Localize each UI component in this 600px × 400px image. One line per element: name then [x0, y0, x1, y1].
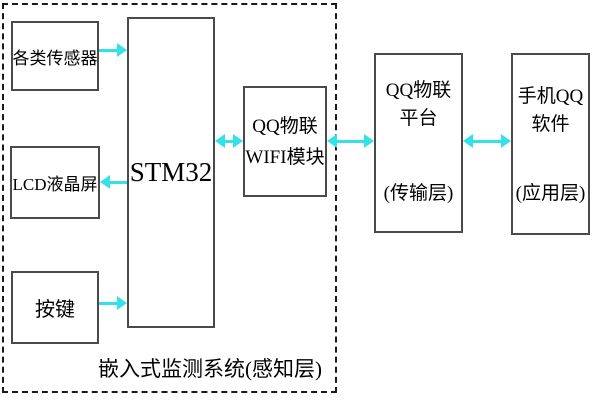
wifi-module-label-line1: QQ物联 [252, 115, 318, 137]
arrow-stm32-to-lcd [100, 175, 127, 189]
arrow-left-head-icon [327, 134, 337, 148]
arrow-left-head-icon [215, 134, 225, 148]
wifi-module-label-line2: WIFI模块 [245, 146, 325, 168]
arrow-right-head-icon [117, 43, 127, 57]
lcd-screen-box: LCD液晶屏 [10, 146, 100, 219]
arrow-right-head-icon [117, 296, 127, 310]
arrow-right-head-icon [364, 134, 374, 148]
arrow-stm32-wifi-bidirectional [215, 134, 243, 148]
phone-label-line1: 手机QQ [517, 86, 584, 107]
phone-label-line2: 软件 [531, 114, 570, 135]
arrow-shaft [110, 180, 127, 184]
stm32-label: STM32 [129, 157, 213, 187]
arrow-keys-to-stm32 [99, 296, 127, 310]
sensors-box: 各类传感器 [11, 21, 99, 91]
arrow-right-head-icon [501, 134, 511, 148]
arrow-platform-phone-bidirectional [463, 134, 511, 148]
arrow-shaft [225, 139, 233, 143]
arrow-sensors-to-stm32 [99, 43, 127, 57]
perception-layer-region-label: 嵌入式监测系统(感知层) [98, 357, 322, 381]
platform-layer-label: (传输层) [383, 183, 454, 204]
arrow-left-head-icon [463, 134, 473, 148]
qq-iot-wifi-module-box: QQ物联 WIFI模块 [243, 86, 327, 197]
keys-label: 按键 [35, 299, 75, 321]
phone-layer-label: (应用层) [515, 183, 586, 204]
arrow-shaft [99, 301, 117, 305]
lcd-screen-label: LCD液晶屏 [12, 175, 98, 194]
platform-label-line2: 平台 [399, 108, 438, 129]
arrow-wifi-platform-bidirectional [327, 134, 374, 148]
perception-layer-dashed-boundary [2, 3, 337, 393]
keys-box: 按键 [11, 271, 99, 344]
sensors-label: 各类传感器 [12, 48, 98, 68]
arrow-left-head-icon [100, 175, 110, 189]
mobile-qq-software-box: 手机QQ 软件 (应用层) [511, 53, 590, 235]
arrow-shaft [99, 48, 117, 52]
arrow-shaft [337, 139, 364, 143]
arrow-shaft [473, 139, 501, 143]
arrow-right-head-icon [233, 134, 243, 148]
qq-iot-platform-box: QQ物联 平台 (传输层) [374, 53, 463, 233]
stm32-mcu-box: STM32 [127, 17, 215, 328]
platform-label-line1: QQ物联 [385, 80, 452, 101]
